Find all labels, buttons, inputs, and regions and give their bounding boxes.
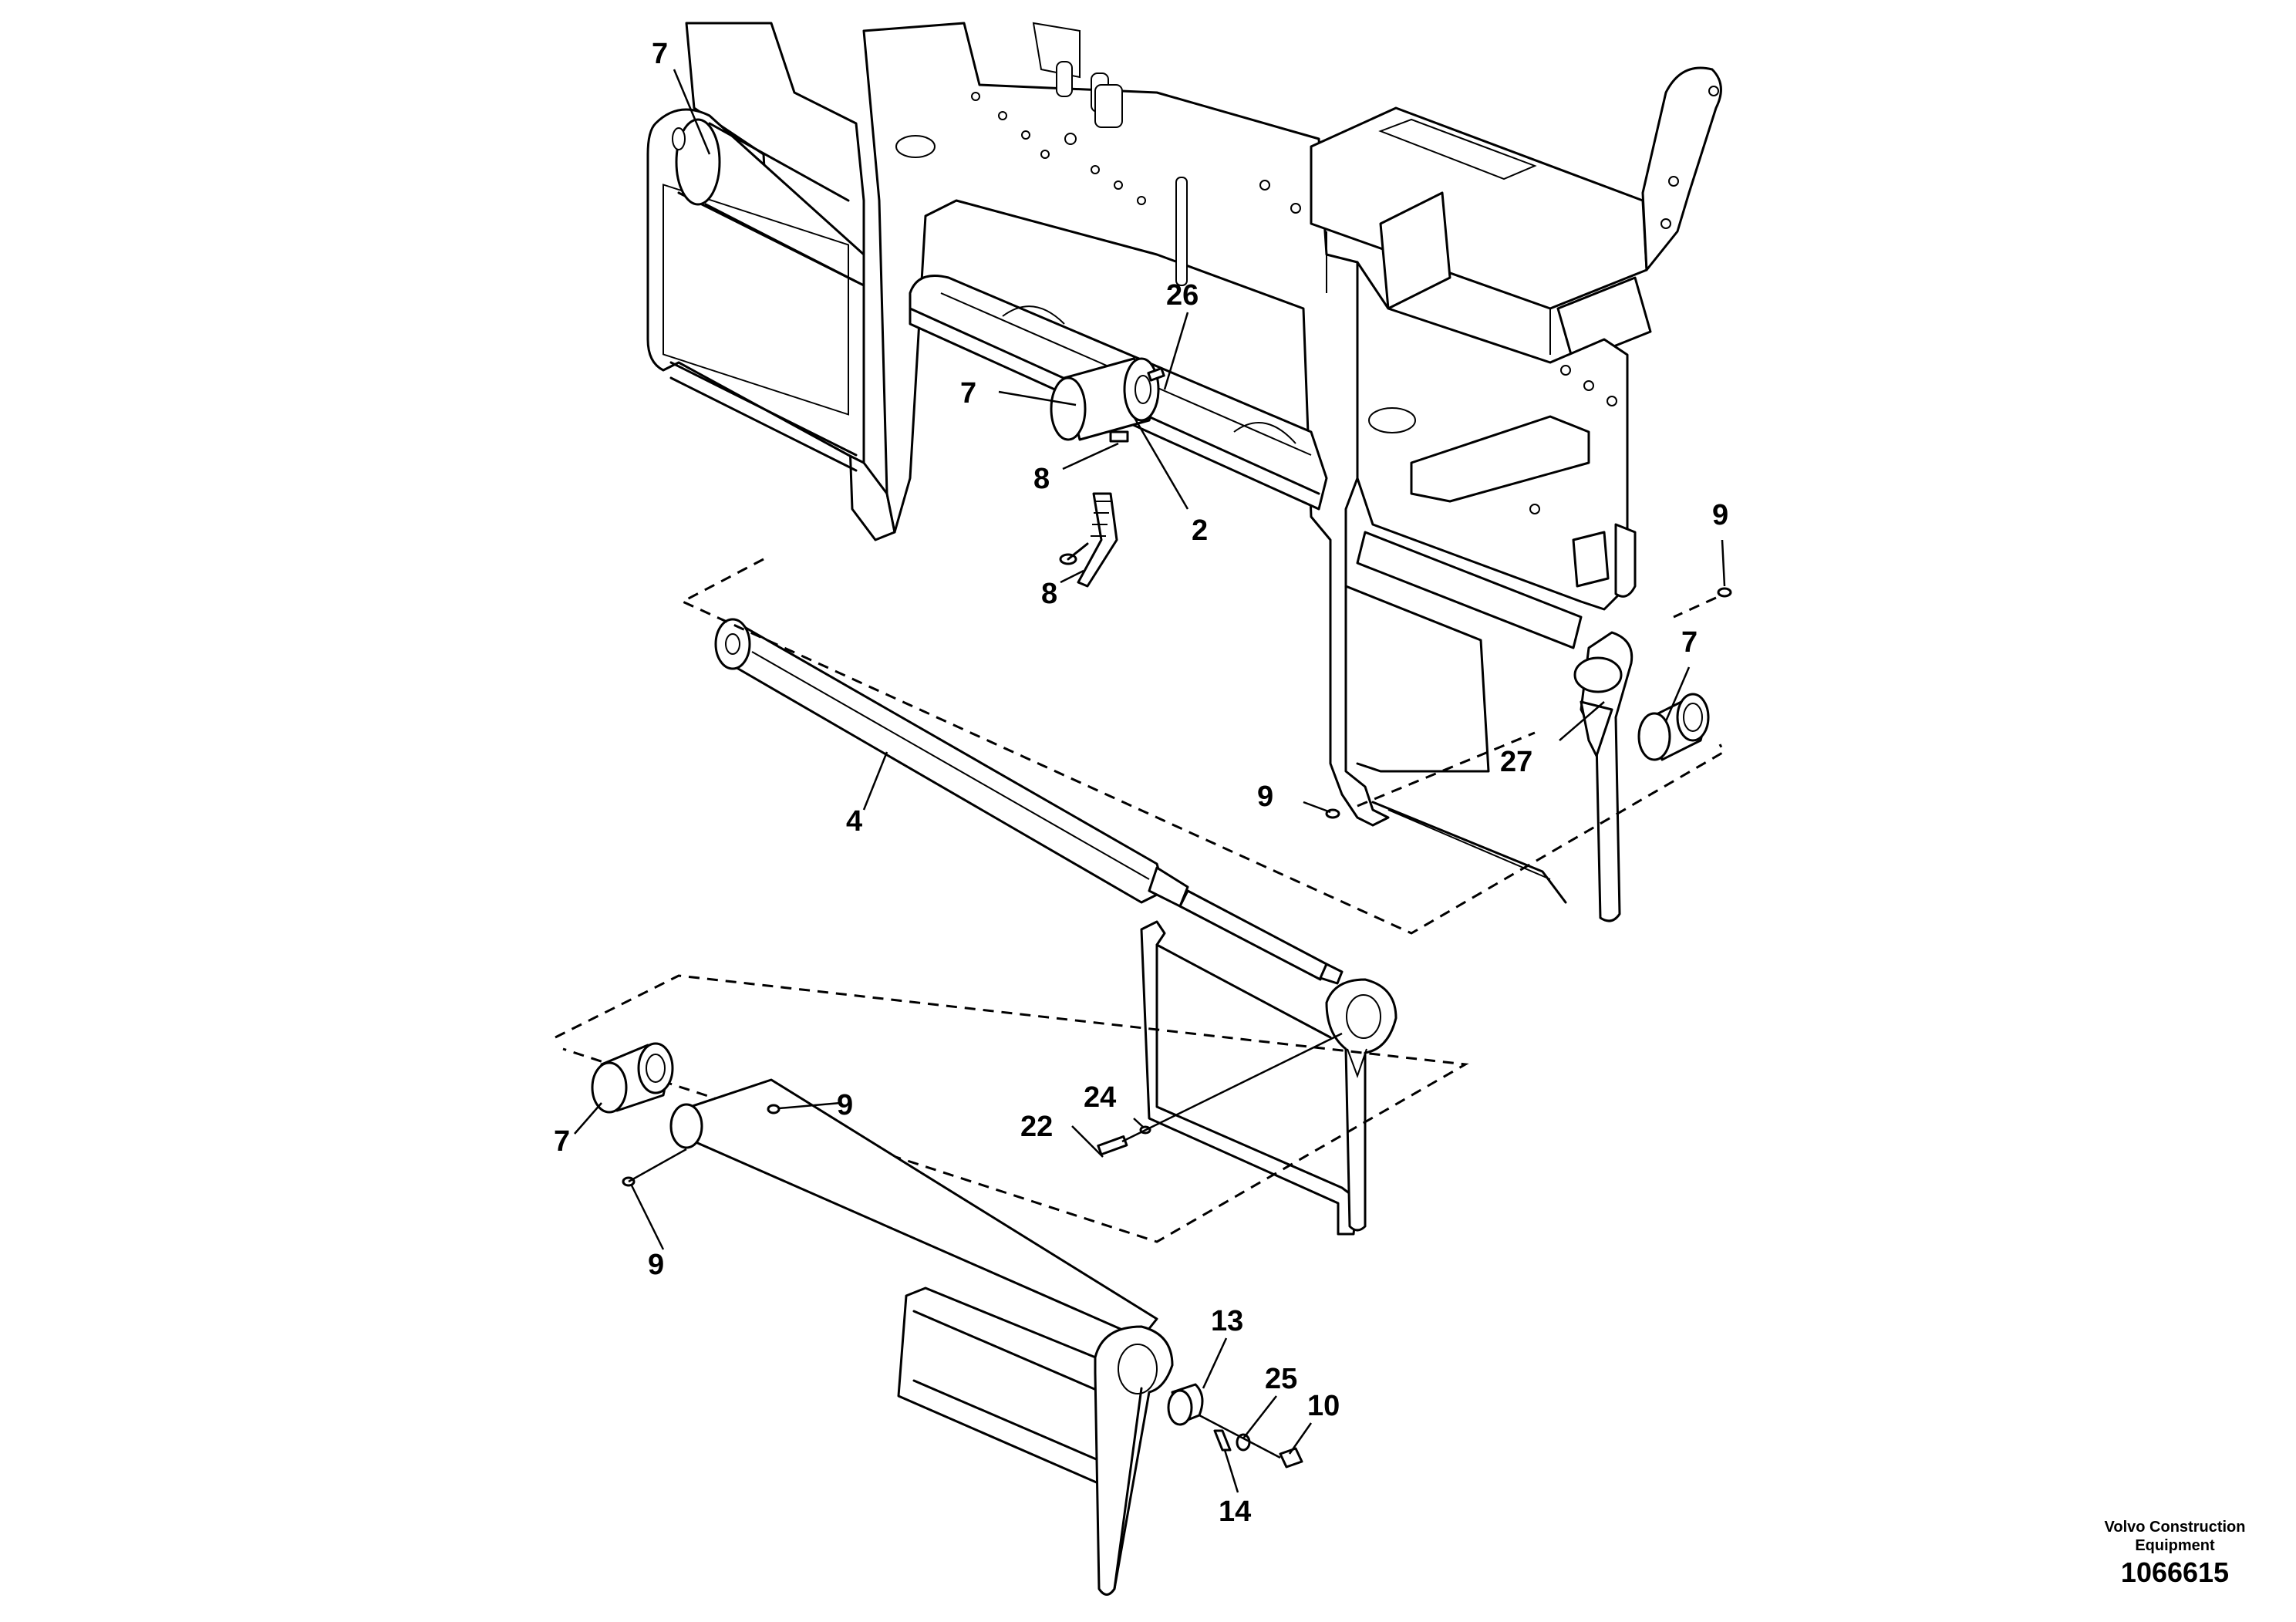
bottom-arm-assembly [897,1286,1303,1596]
callout-7: 7 [652,38,668,70]
callout-25: 25 [1265,1363,1297,1395]
callout-14: 14 [1219,1496,1251,1528]
leader-lines [574,69,1726,1493]
manufacturer-caption: Volvo Construction Equipment [2104,1519,2246,1554]
right-arm-assembly [1325,587,1732,922]
callout-7: 7 [1681,626,1698,659]
upper-center-roller-assembly [1050,357,1165,588]
middle-arm-assembly [1097,920,1397,1236]
callout-9: 9 [837,1089,853,1121]
middle-exploded-envelope [555,974,1469,1243]
callout-27: 27 [1500,746,1532,778]
callout-7: 7 [554,1125,570,1158]
callout-22: 22 [1020,1111,1053,1143]
main-frame-assembly [646,22,1722,904]
long-shaft-part-4 [714,618,1344,985]
lower-roller-assembly [591,1042,1158,1340]
callout-4: 4 [846,805,862,838]
callout-13: 13 [1211,1305,1243,1337]
callout-2: 2 [1192,514,1208,547]
callout-7: 7 [960,377,976,410]
upper-exploded-envelope [679,558,1725,935]
figure-number: 1066615 [2120,1556,2230,1588]
callout-24: 24 [1084,1081,1116,1114]
callout-8: 8 [1033,463,1050,495]
callout-labels: 7 26 7 8 2 8 9 7 27 9 4 24 22 9 7 9 13 2… [554,38,1728,1528]
callout-9: 9 [648,1249,664,1281]
callout-9: 9 [1712,499,1728,531]
callout-10: 10 [1307,1390,1340,1422]
callout-8: 8 [1041,578,1057,610]
callout-26: 26 [1166,279,1199,312]
callout-9: 9 [1257,781,1273,813]
